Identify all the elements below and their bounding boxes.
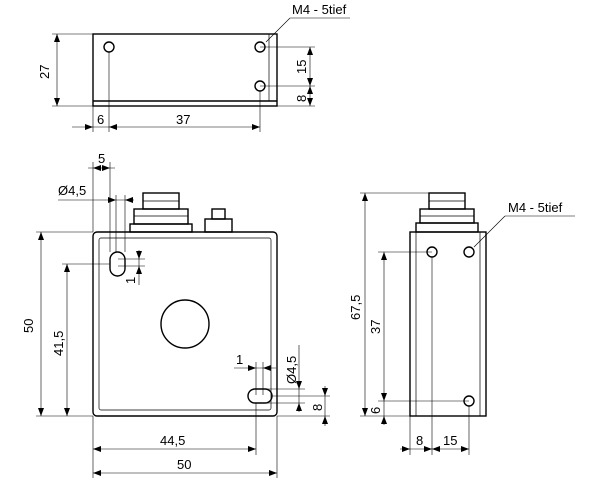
mounting-hole bbox=[463, 246, 475, 258]
dimension-arrow bbox=[263, 365, 271, 371]
dimension-label: 27 bbox=[37, 65, 52, 79]
dimension-arrow bbox=[307, 86, 313, 94]
connector-base bbox=[129, 223, 193, 233]
dimension-arrow bbox=[402, 446, 410, 452]
dimension-label: 8 bbox=[294, 95, 309, 102]
housing-outline bbox=[92, 231, 278, 417]
dimension-arrow bbox=[108, 197, 116, 203]
dimension-arrow bbox=[109, 124, 117, 130]
diameter-label: Ø4,5 bbox=[284, 356, 299, 384]
dimension-arrow bbox=[461, 446, 469, 452]
dimension-arrow bbox=[248, 365, 256, 371]
dimension-arrow bbox=[269, 470, 277, 476]
thread-callout-label: M4 - 5tief bbox=[292, 2, 347, 17]
dimension-arrow bbox=[93, 446, 101, 452]
top-view: M4 - 5tief 27 15 8 6 37 bbox=[37, 2, 350, 132]
sensor-aperture bbox=[160, 299, 210, 349]
thread-leader-line bbox=[473, 215, 506, 248]
dimension-arrow bbox=[54, 34, 60, 42]
dimension-arrow bbox=[307, 98, 313, 106]
dimension-arrow bbox=[322, 388, 328, 396]
dimension-label: 41,5 bbox=[51, 331, 66, 356]
dimension-arrow bbox=[125, 197, 133, 203]
dimension-arrow bbox=[248, 446, 256, 452]
dimension-label: 44,5 bbox=[160, 433, 185, 448]
dimension-arrow bbox=[85, 124, 93, 130]
top-view-outline bbox=[92, 33, 278, 107]
dimension-arrow bbox=[362, 408, 368, 416]
dimension-label: 1 bbox=[236, 352, 243, 367]
dimension-arrow bbox=[381, 416, 387, 424]
m12-connector-nut bbox=[133, 208, 189, 225]
dimension-label: 67,5 bbox=[348, 295, 363, 320]
dimension-label: 37 bbox=[176, 112, 190, 127]
dimension-arrow bbox=[93, 470, 101, 476]
dimension-arrow bbox=[296, 403, 302, 411]
dimension-arrow bbox=[381, 252, 387, 260]
dimension-arrow bbox=[424, 446, 432, 452]
dimension-arrow bbox=[54, 98, 60, 106]
dimension-arrow bbox=[381, 393, 387, 401]
dimension-arrow bbox=[296, 381, 302, 389]
thread-callout-label: M4 - 5tief bbox=[508, 200, 563, 215]
dimension-arrow bbox=[38, 408, 44, 416]
side-body-outline bbox=[409, 231, 487, 417]
connector-base bbox=[415, 222, 479, 233]
dimension-label: 1 bbox=[123, 277, 138, 284]
dimension-arrow bbox=[307, 47, 313, 55]
dimension-arrow bbox=[307, 78, 313, 86]
dimension-label: 50 bbox=[21, 319, 36, 333]
side-view: M4 - 5tief 67,5 37 6 8 15 bbox=[348, 192, 575, 455]
dimension-label: 15 bbox=[443, 433, 457, 448]
dimension-arrow bbox=[136, 251, 142, 259]
led-connector bbox=[211, 208, 226, 220]
dimension-arrow bbox=[322, 416, 328, 424]
dimension-label: 50 bbox=[177, 457, 191, 472]
dimension-label: 8 bbox=[416, 433, 423, 448]
dimension-label: 6 bbox=[97, 112, 104, 127]
dimension-arrow bbox=[252, 124, 260, 130]
housing-inner-outline bbox=[98, 237, 272, 411]
mounting-slot-top bbox=[109, 251, 126, 277]
thread-leader-line bbox=[265, 17, 291, 43]
dimension-arrow bbox=[136, 266, 142, 274]
dimension-arrow bbox=[102, 165, 110, 171]
dimension-arrow bbox=[432, 446, 440, 452]
dimension-label: 37 bbox=[368, 320, 383, 334]
dimension-label: 15 bbox=[294, 60, 309, 74]
dimension-arrow bbox=[64, 264, 70, 272]
front-view: 5 Ø4,5 1 50 41,5 1 bbox=[21, 151, 330, 478]
dimension-label: 8 bbox=[310, 404, 325, 411]
dimension-label: 5 bbox=[98, 151, 105, 166]
dimension-arrow bbox=[38, 232, 44, 240]
diameter-label: Ø4,5 bbox=[58, 183, 86, 198]
dimension-arrow bbox=[93, 165, 101, 171]
mounting-slot-bottom bbox=[247, 388, 273, 404]
dimension-label: 6 bbox=[368, 407, 383, 414]
led-connector-base bbox=[204, 218, 233, 233]
mounting-hole bbox=[103, 41, 115, 53]
dimension-arrow bbox=[64, 408, 70, 416]
dimension-arrow bbox=[362, 193, 368, 201]
